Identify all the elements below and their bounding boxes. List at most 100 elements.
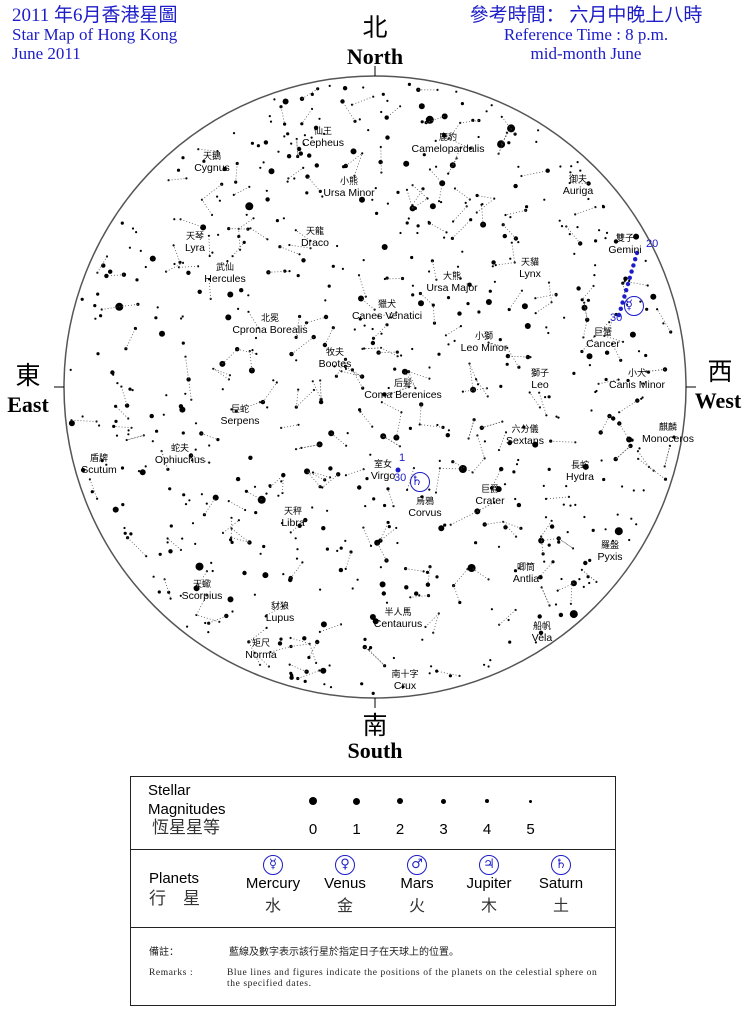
constellation-line <box>360 411 373 427</box>
constellation-name-en: Norma <box>245 649 277 661</box>
constellation-line <box>71 419 97 422</box>
star <box>262 544 266 549</box>
star <box>545 414 548 417</box>
star <box>591 528 595 533</box>
star <box>94 317 97 320</box>
star <box>490 608 493 611</box>
constellation-line <box>604 314 617 337</box>
constellation-line <box>538 561 554 578</box>
star <box>544 396 547 399</box>
star <box>242 240 246 244</box>
constellation-name-en: Sextans <box>506 435 544 447</box>
constellation-line <box>368 649 385 666</box>
star <box>259 166 262 169</box>
constellation-line <box>404 371 416 389</box>
constellation-line <box>432 260 437 280</box>
star <box>123 531 127 535</box>
star <box>324 299 327 302</box>
magnitude-value: 0 <box>308 821 318 838</box>
constellation-line <box>575 206 596 215</box>
constellation-line <box>127 537 147 557</box>
mars-icon: ♂ <box>407 855 427 875</box>
star <box>255 352 258 355</box>
constellation-line <box>611 343 622 361</box>
star <box>321 486 324 489</box>
constellation-line <box>648 466 666 480</box>
star <box>579 169 582 172</box>
star <box>525 354 531 360</box>
star <box>234 409 238 413</box>
mercury-track-dot <box>633 257 638 262</box>
constellation-line <box>529 392 541 408</box>
star <box>621 485 624 488</box>
star <box>379 566 382 569</box>
star <box>604 528 607 531</box>
constellation-line <box>248 627 267 643</box>
star <box>179 594 182 597</box>
star <box>176 168 181 172</box>
star <box>441 113 448 120</box>
constellation-name-zh: 后髮 <box>393 379 412 389</box>
star <box>642 382 645 385</box>
star <box>411 347 414 351</box>
north-label-zh: 北 <box>362 13 388 42</box>
star <box>456 265 460 268</box>
star <box>237 307 240 310</box>
constellation-line <box>204 497 217 515</box>
star <box>186 377 191 382</box>
star <box>374 187 377 190</box>
star <box>385 276 389 280</box>
star <box>333 365 336 368</box>
constellation-line <box>429 169 443 184</box>
star <box>442 133 447 138</box>
constellation-line <box>345 368 363 377</box>
constellation-line <box>477 435 485 459</box>
star <box>557 540 561 544</box>
constellation-line <box>495 262 515 266</box>
star <box>491 265 494 268</box>
star <box>381 92 385 96</box>
star <box>311 334 316 340</box>
constellation-name-en: Cprona Borealis <box>232 324 308 336</box>
star <box>127 429 130 432</box>
star <box>645 307 649 311</box>
mercury-icon: ☿ <box>624 296 644 316</box>
constellation-name-en: Scorpius <box>181 590 223 602</box>
title-zh: 2011 年6月香港星圖 <box>12 5 178 26</box>
constellation-line <box>469 363 474 390</box>
constellation-line <box>594 321 610 337</box>
star <box>207 621 211 625</box>
mercury-track-dot <box>631 263 636 268</box>
star <box>197 148 200 151</box>
star <box>159 330 165 337</box>
star <box>307 153 312 158</box>
star <box>385 601 389 604</box>
constellation-name-zh: 仙王 <box>313 127 332 137</box>
star <box>581 304 588 311</box>
star <box>114 419 118 423</box>
constellation-line <box>541 587 550 606</box>
star <box>371 691 375 696</box>
constellation-name-en: Auriga <box>562 185 594 197</box>
constellation-line <box>345 551 352 570</box>
star <box>435 575 439 579</box>
constellation-line <box>376 542 387 561</box>
constellation-line <box>336 359 346 377</box>
star <box>286 180 289 183</box>
star <box>110 370 115 375</box>
star <box>447 172 450 175</box>
star <box>509 216 512 219</box>
star <box>168 549 173 554</box>
star <box>81 415 84 418</box>
star <box>226 260 229 263</box>
star <box>538 630 544 635</box>
star <box>120 221 124 225</box>
star <box>411 184 414 187</box>
star <box>604 350 610 355</box>
constellation-line <box>119 303 138 308</box>
constellation-line <box>196 595 207 616</box>
planet-name-en: Mars <box>400 875 434 892</box>
